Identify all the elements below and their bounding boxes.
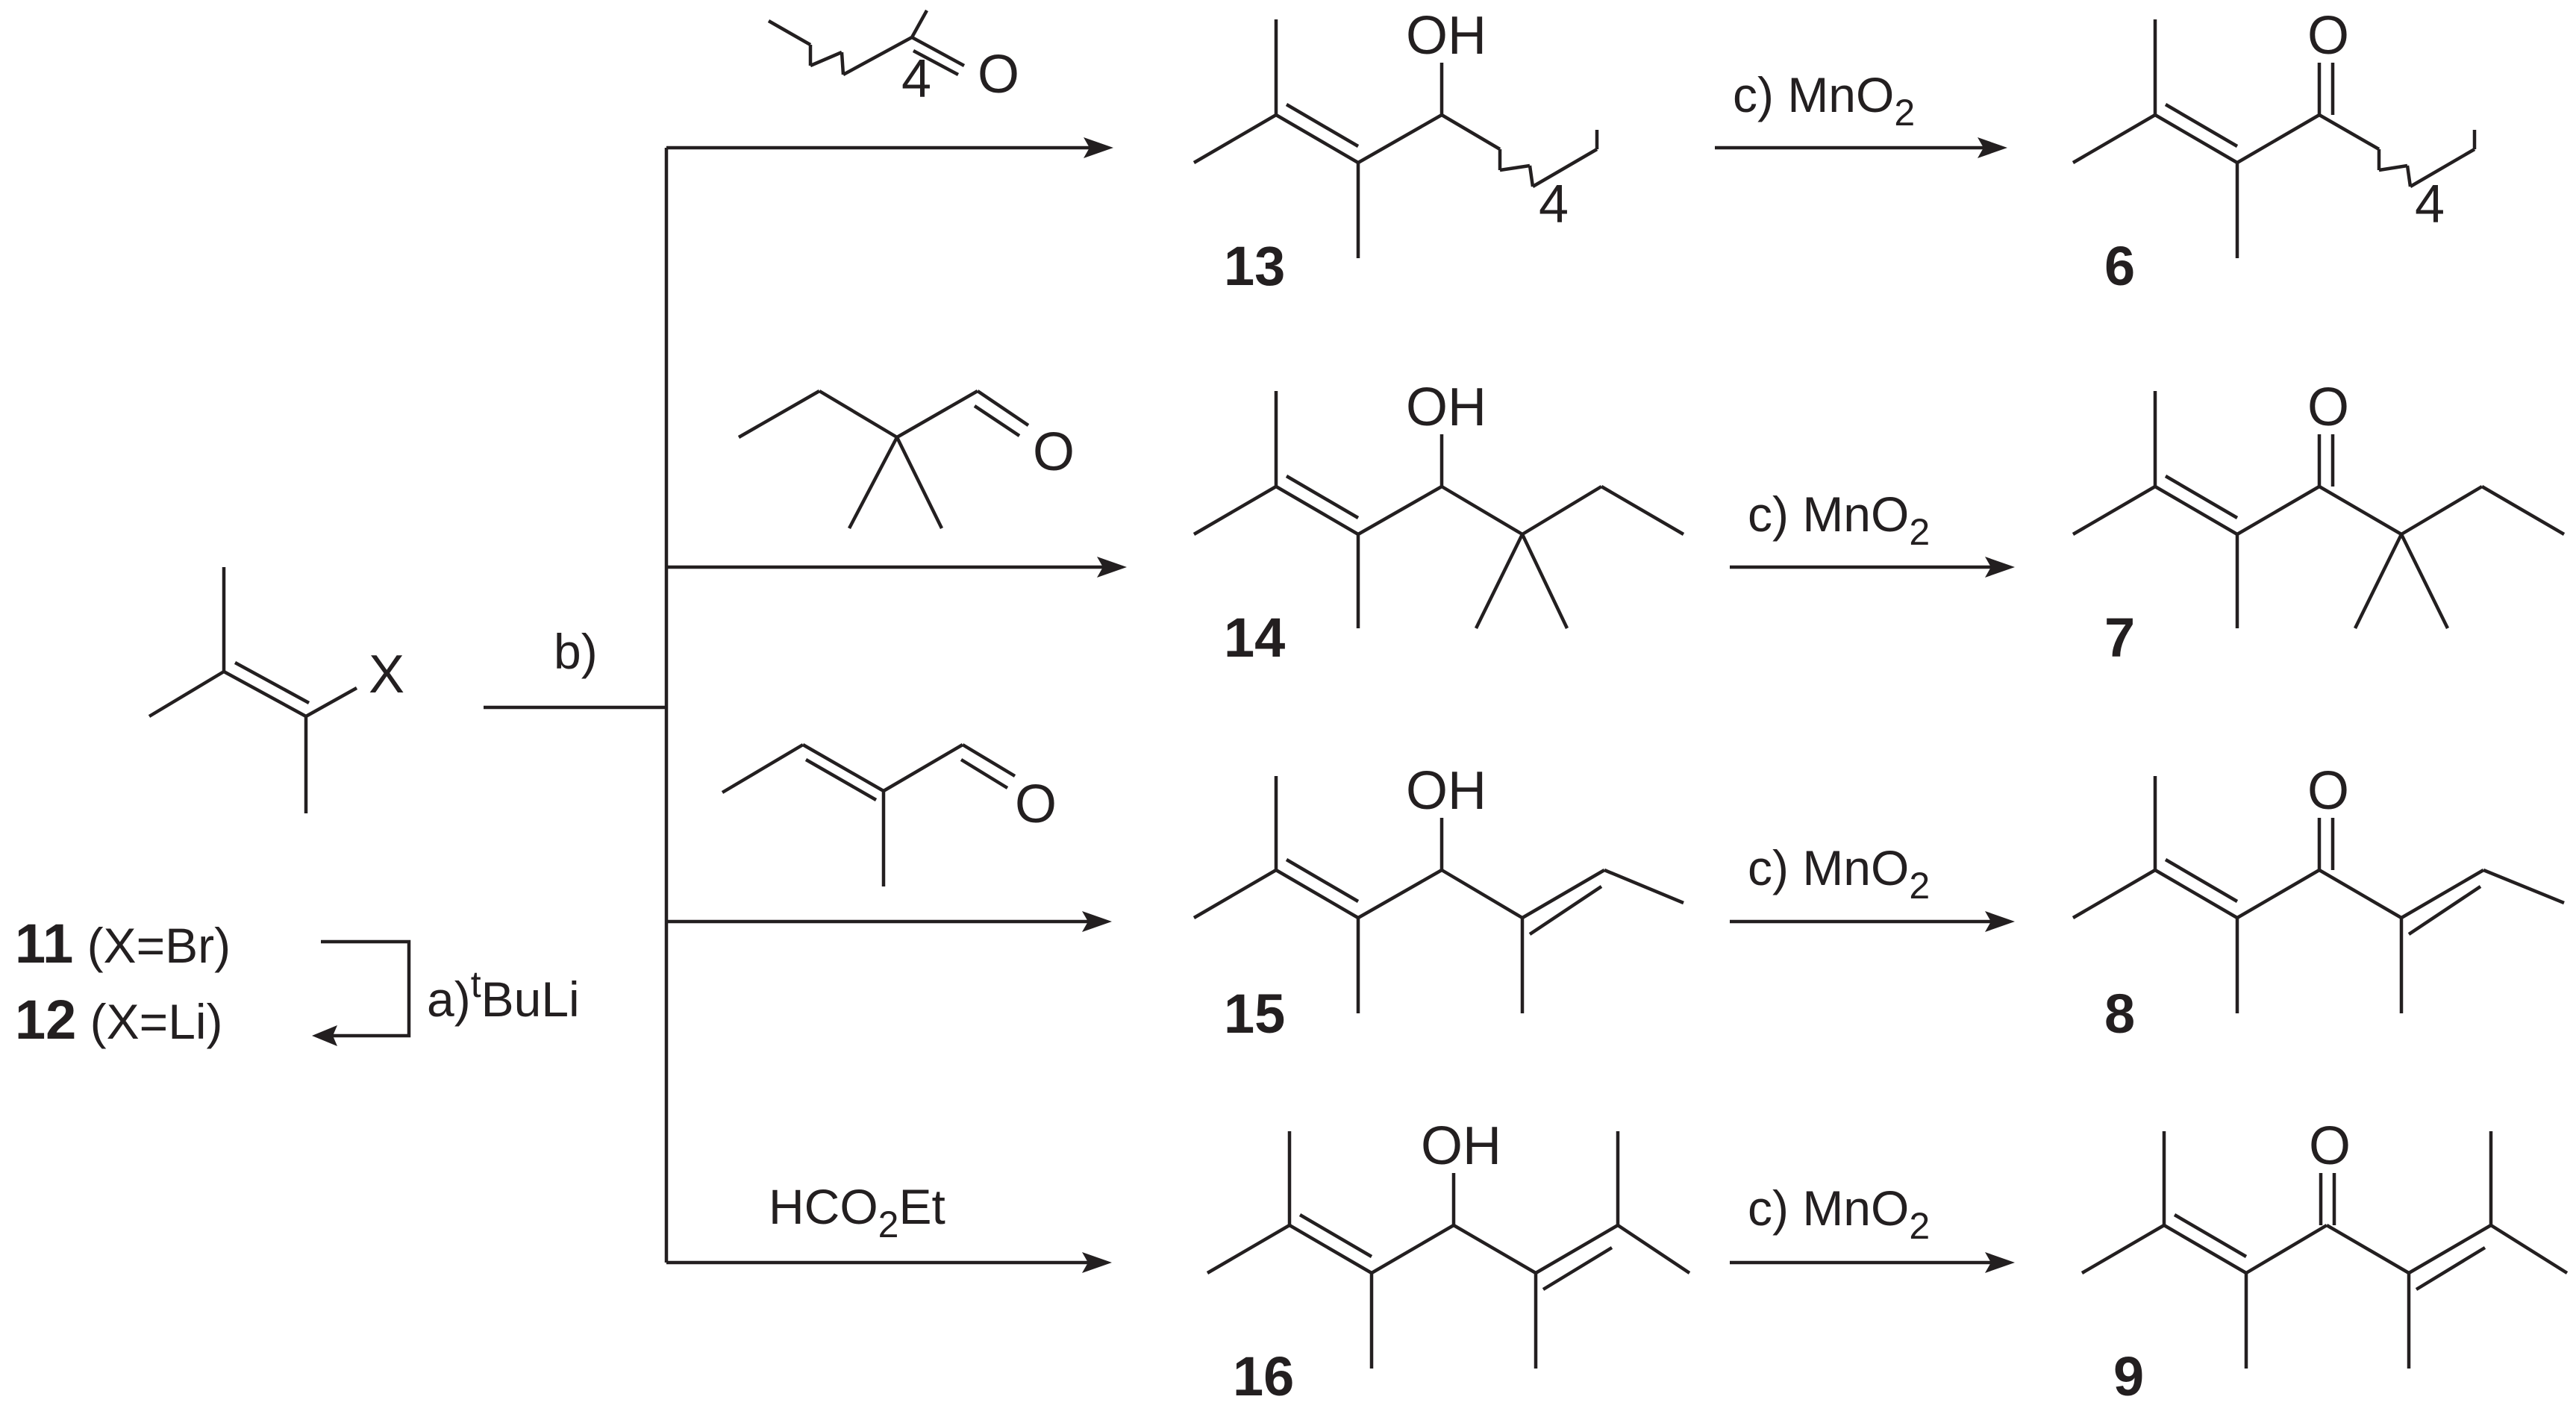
reagent-dimethylbutanal: O	[737, 390, 1075, 530]
alcohol-14-label: 14	[1224, 607, 1285, 669]
ketone-9-structure: O	[2081, 1116, 2569, 1369]
alcohol-16-label: 16	[1233, 1345, 1294, 1407]
oxidation-label-row2: c) MnO2	[1748, 487, 1930, 553]
reagent-hexanal: 4 O	[767, 9, 1019, 109]
oxidation-label-row3: c) MnO2	[1748, 840, 1930, 907]
alcohol-16-structure: OH	[1206, 1116, 1691, 1369]
ketone-7-oxygen: O	[2307, 378, 2349, 437]
hexanal-oxygen: O	[978, 45, 1019, 104]
alcohol-15-oh: OH	[1406, 761, 1486, 821]
ketone-8-structure: O	[2072, 761, 2565, 1013]
ketone-6-structure: O 4	[2072, 6, 2477, 258]
ketone-6-oxygen: O	[2307, 6, 2349, 66]
svg-text:12 (X=Li): 12 (X=Li)	[15, 989, 223, 1051]
alcohol-15-label: 15	[1224, 983, 1285, 1045]
alcohol-13-repeat: 4	[1539, 175, 1569, 234]
reagent-methylbutenal: O	[721, 743, 1057, 886]
ketone-8-label: 8	[2104, 983, 2135, 1045]
ketone-6-label: 6	[2104, 235, 2135, 297]
step-a-label: a)tBuLi	[427, 963, 580, 1027]
step-b-label: b)	[554, 624, 598, 679]
ketone-9-label: 9	[2113, 1345, 2144, 1407]
compound-12-label: 12 (X=Li)	[15, 989, 223, 1051]
ketone-7-label: 7	[2104, 607, 2135, 669]
branch-arrows	[484, 137, 1127, 1273]
halide-x-label: X	[369, 645, 404, 704]
svg-text:11 (X=Br): 11 (X=Br)	[15, 913, 231, 975]
oxidation-label-row4: c) MnO2	[1748, 1180, 1930, 1247]
methylbutenal-oxygen: O	[1015, 775, 1057, 834]
starting-vinyl-halide: X	[148, 567, 404, 813]
alcohol-16-oh: OH	[1421, 1116, 1501, 1176]
alcohol-13-structure: OH 4	[1192, 6, 1599, 258]
lithiation-arrow	[312, 939, 411, 1046]
hexanal-repeat-count: 4	[901, 49, 931, 109]
ketone-6-repeat: 4	[2415, 175, 2445, 234]
alcohol-14-structure: OH	[1192, 378, 1685, 629]
ketone-9-oxygen: O	[2309, 1116, 2351, 1176]
compound-11-label: 11 (X=Br)	[15, 913, 231, 975]
oxidation-arrows	[1715, 137, 2015, 1273]
oxidation-label-row1: c) MnO2	[1733, 67, 1915, 134]
alcohol-14-oh: OH	[1406, 378, 1486, 437]
alcohol-13-oh: OH	[1406, 6, 1486, 66]
ketone-7-structure: O	[2072, 378, 2566, 629]
alcohol-15-structure: OH	[1192, 761, 1684, 1013]
ketone-8-oxygen: O	[2307, 761, 2349, 821]
reagent-ethyl-formate: HCO2Et	[769, 1179, 945, 1245]
alcohol-13-label: 13	[1224, 235, 1285, 297]
dimethylbutanal-oxygen: O	[1033, 422, 1075, 482]
